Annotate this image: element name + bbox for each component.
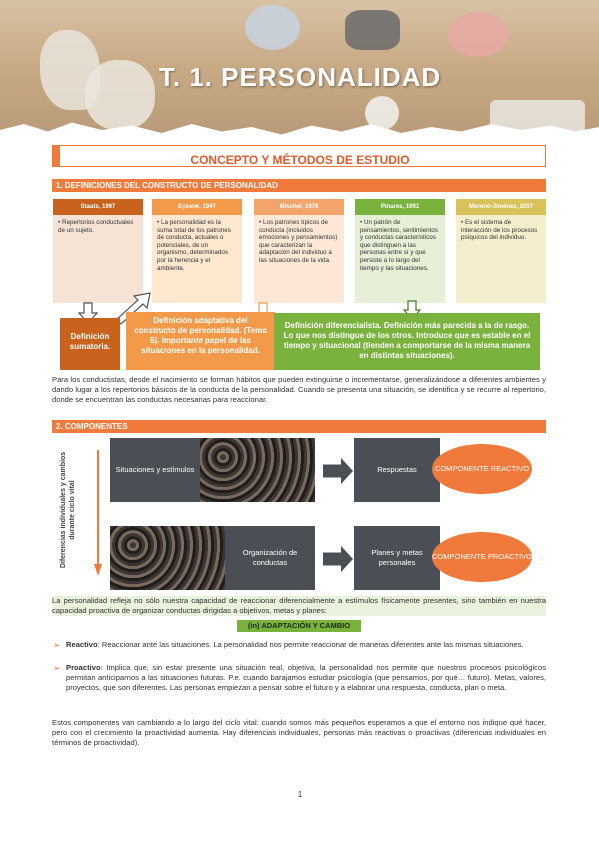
- section-2-heading: 2. COMPONENTES: [52, 420, 546, 433]
- planes-box: Planes y metas personales: [354, 526, 440, 590]
- author-column-moreno: Moreno-Jiménez, 2007 • Es el sistema de …: [456, 199, 546, 303]
- triangle-bullet-icon: ➢: [53, 663, 61, 673]
- definition-diferencialista: Definición diferencialista. Definición m…: [274, 313, 540, 370]
- organizacion-box: Organización de conductas: [225, 526, 315, 590]
- author-name: Staats, 1997: [53, 199, 143, 215]
- author-definition: • Los patrones típicos de conducta (incl…: [254, 215, 344, 303]
- adaptacion-label: (in) ADAPTACIÓN Y CAMBIO: [237, 620, 361, 632]
- definition-sumatoria: Definición sumatoria.: [60, 318, 120, 370]
- componente-reactivo-oval: COMPONENTE REACTIVO: [432, 444, 532, 494]
- bullet-term: Reactivo: [66, 640, 98, 649]
- triangle-bullet-icon: ➢: [53, 640, 61, 650]
- author-name: Moreno-Jiménez, 2007: [456, 199, 546, 215]
- diagonal-arrow-icon: [115, 292, 151, 325]
- header-collage: T. 1. PERSONALIDAD: [0, 0, 599, 140]
- butterfly-image: [345, 10, 400, 50]
- situaciones-box: Situaciones y estímulos: [110, 438, 200, 502]
- section-1-heading: 1. DEFINICIONES DEL CONSTRUCTO DE PERSON…: [52, 179, 546, 192]
- ciclo-vital-paragraph: Estos componentes van cambiando a lo lar…: [52, 718, 546, 748]
- author-name: Pinares, 1991: [355, 199, 445, 215]
- diagram-side-label: Diferencias individuales y cambios duran…: [60, 451, 76, 569]
- author-definition: • Un patrón de pensamientos, sentimiento…: [355, 215, 445, 303]
- right-arrow-icon: [323, 546, 353, 572]
- author-name: Mischel, 1976: [254, 199, 344, 215]
- capacidad-paragraph: La personalidad refleja no sólo nuestra …: [52, 596, 546, 617]
- flower-image: [245, 5, 300, 50]
- author-definition: • Es el sistema de interacción de los pr…: [456, 215, 546, 303]
- right-arrow-icon: [323, 458, 353, 484]
- bullet-term: Proactivo: [66, 663, 101, 672]
- author-column-staats: Staats, 1997 • Repertorios conductuales …: [53, 199, 143, 303]
- author-column-pinares: Pinares, 1991 • Un patrón de pensamiento…: [355, 199, 445, 303]
- brain-image: [448, 12, 508, 57]
- respuestas-box: Respuestas: [354, 438, 440, 502]
- conductistas-paragraph: Para los conductistas, desde el nacimien…: [52, 375, 546, 405]
- bullet-proactivo: ➢ Proactivo: Implica que, sin estar pres…: [52, 663, 546, 694]
- author-column-mischel: Mischel, 1976 • Los patrones típicos de …: [254, 199, 344, 303]
- componente-proactivo-oval: COMPONENTE PROACTIVO: [432, 532, 532, 582]
- author-definition: • Repertorios conductuales de un sujeto.: [53, 215, 143, 303]
- author-name: Eysenk, 1947: [152, 199, 242, 215]
- bullet-text: : Implica que, sin estar presente una si…: [66, 663, 546, 693]
- definition-adaptativa: Definición adaptativa del constructo de …: [126, 312, 275, 370]
- page-title: T. 1. PERSONALIDAD: [158, 62, 442, 92]
- page-number: 1: [297, 790, 303, 799]
- skeleton-image: [85, 60, 155, 130]
- bullet-text: : Reaccionar ante las situaciones. La pe…: [97, 640, 524, 649]
- components-diagram: Diferencias individuales y cambios duran…: [58, 436, 540, 590]
- author-column-eysenk: Eysenk, 1947 • La personalidad es la sum…: [152, 199, 242, 303]
- author-definition: • La personalidad es la suma total de lo…: [152, 215, 242, 303]
- concept-title-frame: [52, 145, 546, 167]
- vertical-arrow-icon: [94, 450, 102, 576]
- concept-title: CONCEPTO Y MÉTODOS DE ESTUDIO: [190, 153, 410, 167]
- crowd-photo: [200, 438, 315, 502]
- bullet-reactivo: ➢ Reactivo: Reaccionar ante las situacio…: [52, 640, 546, 650]
- crowd-photo: [110, 526, 225, 590]
